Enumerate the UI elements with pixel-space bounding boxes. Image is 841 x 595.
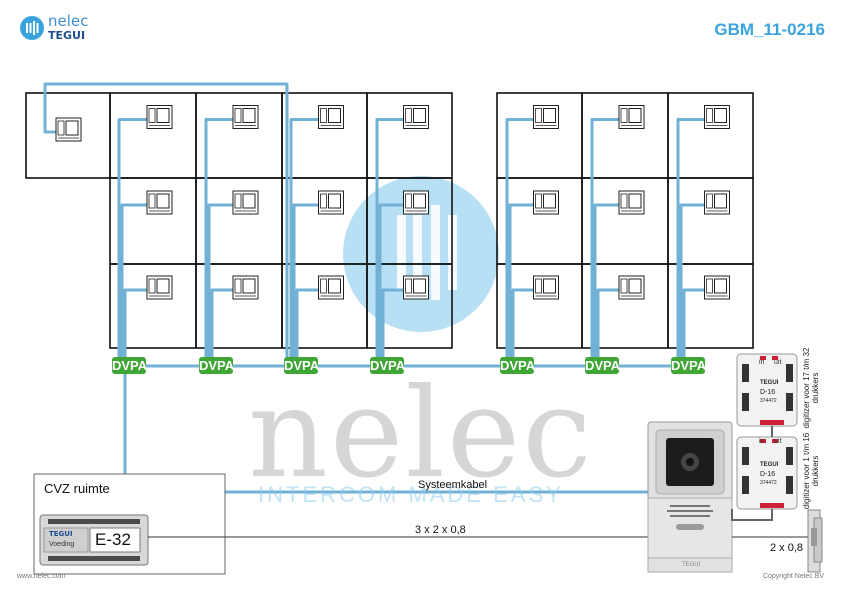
- lock-cable-label: 2 x 0,8: [770, 542, 804, 554]
- panel-brand: TEGUI: [682, 561, 701, 568]
- psu-model: E-32: [95, 530, 131, 549]
- footer-website: www.nelec.com: [17, 573, 66, 580]
- monitor-icon: [232, 275, 259, 300]
- monitor-icon: [146, 275, 173, 300]
- monitor-icon: [146, 105, 173, 129]
- footer-copyright: Copyright Nelec BV: [762, 573, 824, 580]
- indoor-monitors: [55, 105, 730, 300]
- watermark-word: nelec: [248, 362, 594, 506]
- dvpa-distributor: DVPA: [585, 357, 621, 374]
- digitizer-2-side-label: digitizer voor 1 t/m 16 drukkers: [802, 432, 820, 510]
- digitizer-1-brand: TEGUI: [760, 380, 779, 386]
- monitor-icon: [618, 275, 645, 300]
- monitor-icon: [704, 190, 730, 215]
- digitizer-2-code: 374472: [760, 480, 777, 486]
- monitor-icon: [704, 275, 730, 300]
- dvpa-distributor: DVPA: [370, 357, 406, 374]
- dvpa-distributor: DVPA: [199, 357, 235, 374]
- monitor-icon: [146, 190, 173, 215]
- dvpa-distributor: DVPA: [112, 357, 148, 374]
- monitor-icon: [318, 275, 344, 300]
- power-supply: [39, 514, 149, 566]
- monitor-icon: [232, 105, 259, 129]
- system-cable-label: Systeemkabel: [418, 479, 488, 491]
- brand-name: nelec: [48, 12, 89, 30]
- dvpa-distributor: DVPA: [671, 357, 707, 374]
- apartment-cell: [25, 92, 111, 179]
- digitizer-1-code: 374472: [760, 398, 777, 404]
- psu-brand: TEGUI: [49, 530, 73, 538]
- monitor-icon: [232, 190, 259, 215]
- door-lock: [807, 509, 823, 573]
- dvpa-distributor: DVPA: [284, 357, 320, 374]
- dvpa-distributor: DVPA: [500, 357, 536, 374]
- monitor-icon: [318, 190, 344, 215]
- digitizer-2: [736, 436, 798, 510]
- monitor-icon: [704, 105, 730, 129]
- document-code: GBM_11-0216: [714, 20, 825, 39]
- digitizer-1: [736, 353, 798, 427]
- monitor-icon: [403, 105, 429, 129]
- monitor-icon: [618, 190, 645, 215]
- brand-sub: TEGUI: [48, 29, 86, 42]
- monitor-icon: [55, 117, 82, 142]
- power-room-title: CVZ ruimte: [44, 481, 110, 496]
- monitor-icon: [403, 275, 429, 300]
- digitizer-1-out: uit: [774, 359, 782, 366]
- psu-sub: Voeding: [49, 541, 75, 548]
- monitor-icon: [533, 105, 559, 129]
- monitor-icon: [533, 275, 559, 300]
- door-station: [647, 421, 733, 573]
- monitor-icon: [533, 190, 559, 215]
- monitor-icon: [403, 190, 429, 215]
- digitizer-2-out: uit: [774, 438, 782, 445]
- digitizer-1-side-label: digitizer voor 17 t/m 32 drukkers: [802, 347, 820, 429]
- digitizer-2-model: D-16: [760, 471, 776, 478]
- apartment-cell: [366, 263, 453, 349]
- digitizer-1-in: in: [759, 359, 765, 366]
- digitizer-2-brand: TEGUI: [760, 462, 779, 468]
- digitizer-2-in: in: [759, 438, 765, 445]
- apartment-cell: [667, 263, 754, 349]
- digitizer-1-model: D-16: [760, 389, 776, 396]
- nelec-logo-icon: [20, 16, 44, 40]
- power-cable-label: 3 x 2 x 0,8: [415, 524, 466, 536]
- header-logo: nelec TEGUI: [20, 13, 100, 43]
- watermark-tagline: INTERCOM MADE EASY: [258, 482, 564, 507]
- monitor-icon: [618, 105, 645, 129]
- monitor-icon: [318, 105, 344, 129]
- apartment-grid: [25, 92, 754, 349]
